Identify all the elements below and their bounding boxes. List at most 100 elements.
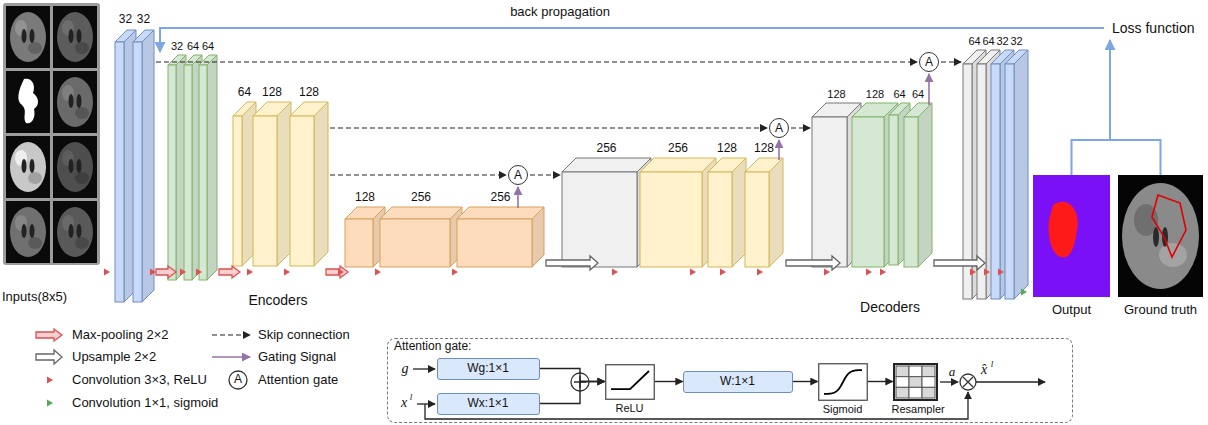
attention-gate-symbol: A — [919, 52, 939, 72]
gate-input-wire — [417, 403, 435, 404]
feature-map-front — [640, 172, 702, 267]
feature-map-top — [562, 158, 651, 172]
channel-count: 128 — [717, 142, 737, 156]
ventricle — [69, 159, 74, 173]
feature-map-front — [290, 116, 314, 266]
ventricle — [77, 224, 82, 238]
node-label: Wg:1×1 — [467, 362, 509, 376]
feature-map-front — [457, 219, 532, 267]
feature-map-side — [769, 158, 783, 267]
skip-connection — [156, 61, 917, 62]
channel-count: 256 — [411, 191, 431, 205]
product-cross — [963, 377, 973, 387]
convolution-marker — [757, 269, 763, 276]
convolution-marker — [612, 269, 618, 276]
brain — [1122, 183, 1199, 289]
feature-map-front — [115, 42, 124, 302]
caption: ReLU — [604, 402, 656, 415]
brain — [57, 142, 93, 192]
mri-background — [53, 71, 97, 133]
feature-map-side — [1000, 50, 1014, 299]
grid-cell — [896, 366, 909, 377]
signal-name: x — [401, 395, 407, 411]
convolution-marker — [690, 269, 696, 276]
picture-graphic — [3, 3, 100, 265]
segmentation-background — [1033, 175, 1110, 297]
section-label: Encoders — [248, 292, 307, 308]
convolution-marker — [970, 269, 976, 276]
feature-map — [562, 158, 651, 267]
signal-name: l — [410, 392, 413, 402]
channel-count: 128 — [754, 142, 774, 156]
grid-cell — [909, 376, 922, 387]
channel-count: 64 — [202, 40, 214, 53]
connector-arrow — [793, 381, 818, 382]
convolution-marker — [196, 269, 202, 276]
legend-sample — [229, 371, 247, 389]
lesion-mask — [18, 79, 38, 124]
brain — [10, 142, 46, 192]
connector-arrow — [540, 382, 605, 404]
feature-map-front — [889, 115, 898, 265]
feature-map — [168, 55, 186, 280]
arrow-label: back propagation — [510, 5, 610, 20]
convolution-marker — [880, 269, 886, 276]
gate-output-wire — [976, 381, 1045, 382]
grid-cell — [896, 387, 909, 398]
brain-texture — [75, 107, 89, 119]
legend-sample — [47, 377, 53, 384]
ventricle — [69, 94, 74, 108]
legend-sample — [47, 400, 53, 407]
channel-count: 64 — [187, 40, 199, 53]
caption: Ground truth — [1117, 303, 1204, 318]
legend-sample — [36, 350, 62, 364]
mri-background — [6, 6, 50, 68]
channel-count: 64 — [982, 35, 994, 48]
feature-map-side — [277, 102, 291, 266]
ventricle — [30, 29, 35, 43]
feature-map-front — [1005, 64, 1014, 299]
feature-map-front — [199, 65, 207, 280]
sigmoid-conv-marker — [1021, 289, 1027, 296]
channel-count: 32 — [1010, 35, 1022, 48]
attention-gate-symbol: A — [769, 118, 789, 138]
skip-connection — [791, 127, 810, 128]
node-label: Wx:1×1 — [467, 397, 508, 411]
picture — [605, 364, 655, 400]
upsample-arrow — [546, 256, 598, 270]
feature-map — [745, 158, 783, 267]
ventricle — [77, 94, 82, 108]
feature-map-front — [904, 117, 918, 267]
backprop-arrow — [160, 28, 1104, 52]
brain — [10, 12, 46, 62]
channel-count: 64 — [968, 35, 980, 48]
convolution-marker — [150, 269, 156, 276]
ventricle — [69, 224, 74, 238]
legend-sample — [212, 356, 250, 358]
caption: Inputs(8x5) — [2, 290, 101, 305]
signal-name: g — [402, 361, 409, 377]
max-pooling-arrow — [326, 266, 348, 278]
convolution-marker — [375, 269, 381, 276]
picture — [893, 363, 938, 401]
brain — [57, 77, 93, 127]
mri-slice — [6, 136, 50, 198]
feature-map-top — [380, 207, 462, 219]
convolution-marker — [180, 269, 186, 276]
brain-texture — [75, 172, 89, 184]
convolution-marker — [452, 269, 458, 276]
relu-icon: ReLU — [604, 364, 656, 415]
node-label: W:1×1 — [720, 375, 755, 389]
ventricle — [22, 29, 27, 43]
attention-gate-panel: Attention gate:Wg:1×1Wx:1×1ReLUW:1×1Sigm… — [387, 338, 1073, 423]
brain-texture — [75, 42, 89, 54]
feature-map-front — [745, 172, 769, 267]
brain-texture — [28, 172, 42, 184]
gate-input-wire — [413, 368, 435, 369]
caption: Resampler — [892, 403, 939, 416]
brain-texture — [28, 237, 42, 249]
node-label: A — [514, 169, 522, 181]
feature-map-side — [142, 30, 154, 302]
